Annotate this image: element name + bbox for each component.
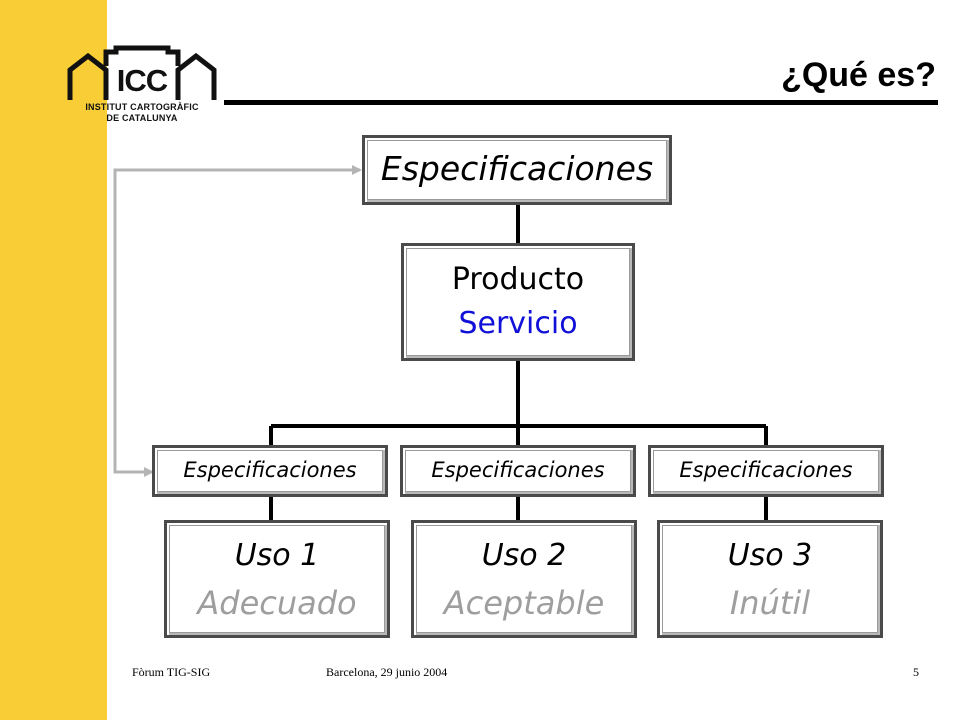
top-specifications-box: Especificaciones xyxy=(362,135,672,205)
use-label-3: Uso 3 xyxy=(727,538,813,573)
specifications-box-2: Especificaciones xyxy=(400,445,636,497)
specifications-box-1: Especificaciones xyxy=(152,445,388,497)
footer-page-number: 5 xyxy=(913,665,919,679)
use-label-2: Uso 2 xyxy=(481,538,567,573)
logo-house-icon xyxy=(67,45,217,100)
use-rating-1: Adecuado xyxy=(197,584,357,622)
logo-text-line1: INSTITUT CARTOGRÀFIC xyxy=(85,102,199,112)
logo-text-line2: DE CATALUNYA xyxy=(106,113,178,123)
use-box-3: Uso 3 Inútil xyxy=(657,520,883,638)
footer-place-date: Barcelona, 29 junio 2004 xyxy=(326,665,448,679)
product-label: Producto xyxy=(451,262,585,297)
title-rule xyxy=(224,100,938,105)
sidebar-band xyxy=(0,0,107,720)
logo-mark: ICC xyxy=(116,63,168,98)
feedback-arrowhead-top xyxy=(352,165,362,175)
specifications-box-3: Especificaciones xyxy=(648,445,884,497)
use-label-1: Uso 1 xyxy=(234,538,320,573)
product-box: Producto Servicio xyxy=(401,243,635,361)
slide-title: ¿Qué es? xyxy=(781,56,936,94)
feedback-arrowhead-bottom xyxy=(144,467,154,477)
footer-event: Fòrum TIG-SIG xyxy=(132,665,211,679)
use-box-2: Uso 2 Aceptable xyxy=(411,520,637,638)
feedback-arrow-line xyxy=(113,168,360,474)
service-label: Servicio xyxy=(458,306,578,341)
use-rating-3: Inútil xyxy=(729,584,811,622)
icc-logo: ICC INSTITUT CARTOGRÀFIC DE CATALUNYA xyxy=(66,44,218,128)
use-box-1: Uso 1 Adecuado xyxy=(164,520,390,638)
use-rating-2: Aceptable xyxy=(443,584,605,622)
